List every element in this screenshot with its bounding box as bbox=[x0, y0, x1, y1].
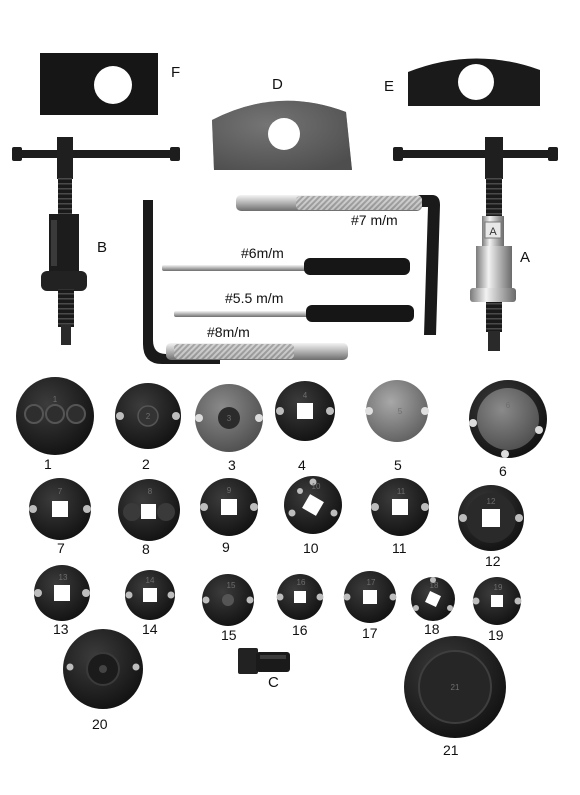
stamp-7: 7 bbox=[58, 487, 63, 496]
adapter-16 bbox=[276, 574, 324, 620]
adapter-12 bbox=[458, 485, 524, 551]
adapter-18 bbox=[411, 577, 455, 621]
label-adapter-6: 6 bbox=[499, 463, 507, 479]
adapter-2 bbox=[115, 383, 181, 449]
label-adapter-8: 8 bbox=[142, 541, 150, 557]
label-adapter-1: 1 bbox=[44, 456, 52, 472]
disc-stamps: 1 2 3 4 5 6 7 8 9 10 11 12 13 14 15 16 1… bbox=[53, 391, 511, 692]
label-rod-7mm: #7 m/m bbox=[351, 212, 398, 228]
label-adapter-11: 11 bbox=[392, 540, 407, 556]
curved-plate-d bbox=[212, 100, 352, 170]
stamp-19: 19 bbox=[494, 583, 503, 592]
label-b: B bbox=[97, 239, 108, 256]
stamp-10: 10 bbox=[312, 482, 321, 491]
adapter-1 bbox=[16, 377, 94, 455]
stamp-8: 8 bbox=[148, 487, 153, 496]
label-adapter-20: 20 bbox=[92, 716, 108, 732]
label-adapter-14: 14 bbox=[142, 621, 158, 637]
label-adapter-10: 10 bbox=[303, 540, 319, 556]
stamp-18: 18 bbox=[430, 581, 439, 590]
adapter-14 bbox=[125, 570, 175, 620]
label-rod-8mm: #8m/m bbox=[207, 324, 250, 340]
label-adapter-4: 4 bbox=[298, 457, 306, 473]
rod-8mm bbox=[166, 343, 348, 360]
spacer-plate-f bbox=[40, 53, 158, 115]
spindle-tool-b bbox=[12, 137, 180, 345]
adapter-11 bbox=[371, 478, 429, 536]
label-adapter-16: 16 bbox=[292, 622, 308, 638]
stamp-6: 6 bbox=[506, 401, 511, 410]
rod-6mm bbox=[162, 258, 410, 275]
hex-key-left bbox=[143, 200, 220, 364]
adapter-10 bbox=[284, 476, 342, 534]
stamp-13: 13 bbox=[59, 573, 68, 582]
spindle-tool-a bbox=[393, 137, 558, 351]
adapter-4 bbox=[275, 381, 335, 441]
stamp-21: 21 bbox=[451, 683, 460, 692]
label-rod-5-5mm: #5.5 m/m bbox=[225, 290, 284, 306]
label-adapter-13: 13 bbox=[53, 621, 69, 637]
label-a: A bbox=[520, 249, 531, 266]
label-d: D bbox=[272, 76, 283, 93]
label-adapter-7: 7 bbox=[57, 540, 65, 556]
label-adapter-21: 21 bbox=[443, 742, 459, 758]
rod-7mm bbox=[236, 195, 422, 211]
hex-key-right bbox=[400, 195, 440, 335]
stamp-14: 14 bbox=[146, 576, 155, 585]
label-e: E bbox=[384, 78, 395, 95]
label-c: C bbox=[268, 674, 279, 691]
adapter-15 bbox=[202, 574, 254, 626]
adapter-17 bbox=[343, 571, 397, 623]
label-rod-6mm: #6m/m bbox=[241, 245, 284, 261]
adapter-6 bbox=[469, 380, 547, 458]
stamp-3: 3 bbox=[227, 414, 232, 423]
label-adapter-17: 17 bbox=[362, 625, 378, 641]
sleeve-tag: A bbox=[484, 221, 502, 239]
stamp-12: 12 bbox=[487, 497, 496, 506]
curved-plate-e bbox=[408, 58, 540, 106]
sleeve-letter: A bbox=[489, 226, 497, 238]
adapter-13 bbox=[34, 565, 90, 621]
label-adapter-5: 5 bbox=[394, 457, 402, 473]
stamp-16: 16 bbox=[297, 578, 306, 587]
adapter-20 bbox=[63, 629, 143, 709]
stamp-5: 5 bbox=[398, 407, 403, 416]
adapter-9 bbox=[200, 478, 258, 536]
stamp-4: 4 bbox=[303, 391, 308, 400]
label-adapter-18: 18 bbox=[424, 621, 440, 637]
label-adapter-12: 12 bbox=[485, 553, 501, 569]
label-f: F bbox=[171, 64, 181, 81]
stamp-15: 15 bbox=[227, 581, 236, 590]
adapter-5 bbox=[365, 380, 429, 442]
adapter-3 bbox=[195, 384, 263, 452]
label-adapter-19: 19 bbox=[488, 627, 504, 643]
stamp-17: 17 bbox=[367, 578, 376, 587]
socket-c bbox=[238, 648, 290, 674]
stamp-9: 9 bbox=[227, 486, 232, 495]
label-adapter-3: 3 bbox=[228, 457, 236, 473]
adapter-21 bbox=[404, 636, 506, 738]
adapter-7 bbox=[29, 478, 91, 540]
stamp-1: 1 bbox=[53, 395, 58, 404]
adapter-8 bbox=[118, 479, 180, 541]
stamp-11: 11 bbox=[397, 487, 406, 496]
stamp-2: 2 bbox=[146, 412, 151, 421]
label-adapter-9: 9 bbox=[222, 539, 230, 555]
rod-5-5mm bbox=[174, 305, 414, 322]
adapter-19 bbox=[472, 577, 522, 625]
label-adapter-15: 15 bbox=[221, 627, 237, 643]
label-adapter-2: 2 bbox=[142, 456, 150, 472]
